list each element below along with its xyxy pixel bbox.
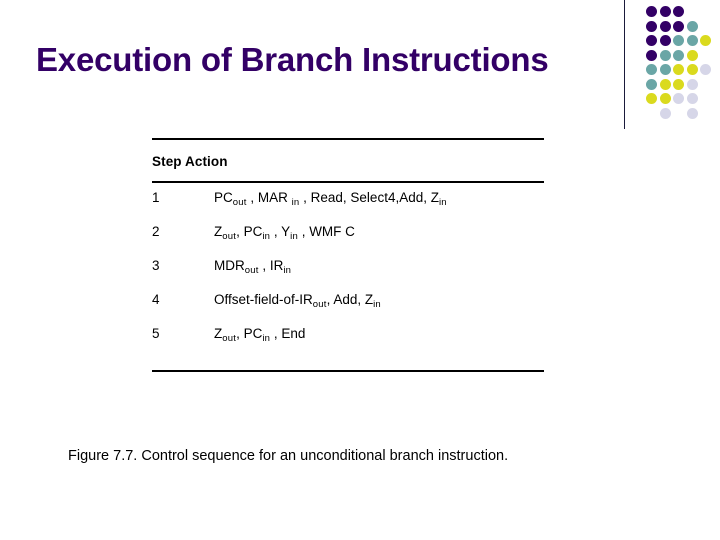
table-row: 3 MDRout , IRin [152, 258, 544, 292]
table-row: 1 PCout , MAR in , Read, Select4,Add, Zin [152, 190, 544, 224]
table-cell-step: 1 [152, 190, 160, 205]
dot-purple [659, 35, 671, 46]
table-cell-step: 4 [152, 292, 160, 307]
dot-purple [646, 35, 657, 46]
dot-teal [646, 64, 657, 75]
table-cell-step: 2 [152, 224, 160, 239]
dot-purple [646, 6, 657, 17]
table-cell-action: Offset-field-of-IRout, Add, Zin [214, 292, 381, 310]
header-divider-line [624, 0, 625, 129]
dot-lavender [686, 78, 698, 90]
dot-yellow [686, 64, 698, 75]
dot-yellow [686, 49, 698, 61]
dot-purple [646, 49, 657, 61]
figure-caption: Figure 7.7. Control sequence for an unco… [68, 448, 509, 464]
dot-teal [646, 78, 657, 90]
dot-purple [659, 20, 671, 32]
control-sequence-table: Step Action 1 PCout , MAR in , Read, Sele… [152, 138, 544, 372]
dot-yellow [659, 78, 671, 90]
dot-yellow [673, 78, 684, 90]
table-header-label: Step Action [152, 154, 228, 169]
table-header-rule [152, 181, 544, 183]
dot-teal [673, 35, 684, 46]
table-cell-action: PCout , MAR in , Read, Select4,Add, Zin [214, 190, 447, 208]
dot-lavender [686, 93, 698, 104]
table-cell-action: Zout, PCin , End [214, 326, 306, 344]
dot-grid-ornament-icon [646, 6, 714, 126]
dot-yellow [673, 64, 684, 75]
dot-teal [686, 20, 698, 32]
dot-yellow [646, 93, 657, 104]
dot-lavender [686, 107, 698, 119]
dot-teal [659, 64, 671, 75]
dot-purple [646, 20, 657, 32]
table-top-rule [152, 138, 544, 140]
table-bottom-rule [152, 370, 544, 372]
dot-yellow [659, 93, 671, 104]
table-row: 4 Offset-field-of-IRout, Add, Zin [152, 292, 544, 326]
table-cell-step: 5 [152, 326, 160, 341]
dot-lavender [673, 93, 684, 104]
table-cell-step: 3 [152, 258, 160, 273]
table-cell-action: Zout, PCin , Yin , WMF C [214, 224, 355, 242]
dot-purple [673, 6, 684, 17]
table-cell-action: MDRout , IRin [214, 258, 292, 276]
dot-lavender [659, 107, 671, 119]
dot-purple [659, 6, 671, 17]
dot-teal [673, 49, 684, 61]
dot-teal [659, 49, 671, 61]
table-row: 5 Zout, PCin , End [152, 326, 544, 360]
dot-lavender [700, 64, 711, 75]
dot-teal [686, 35, 698, 46]
page-title: Execution of Branch Instructions [36, 41, 549, 79]
table-row: 2 Zout, PCin , Yin , WMF C [152, 224, 544, 258]
dot-yellow [700, 35, 711, 46]
dot-purple [673, 20, 684, 32]
table-body: 1 PCout , MAR in , Read, Select4,Add, Zin… [152, 183, 544, 370]
